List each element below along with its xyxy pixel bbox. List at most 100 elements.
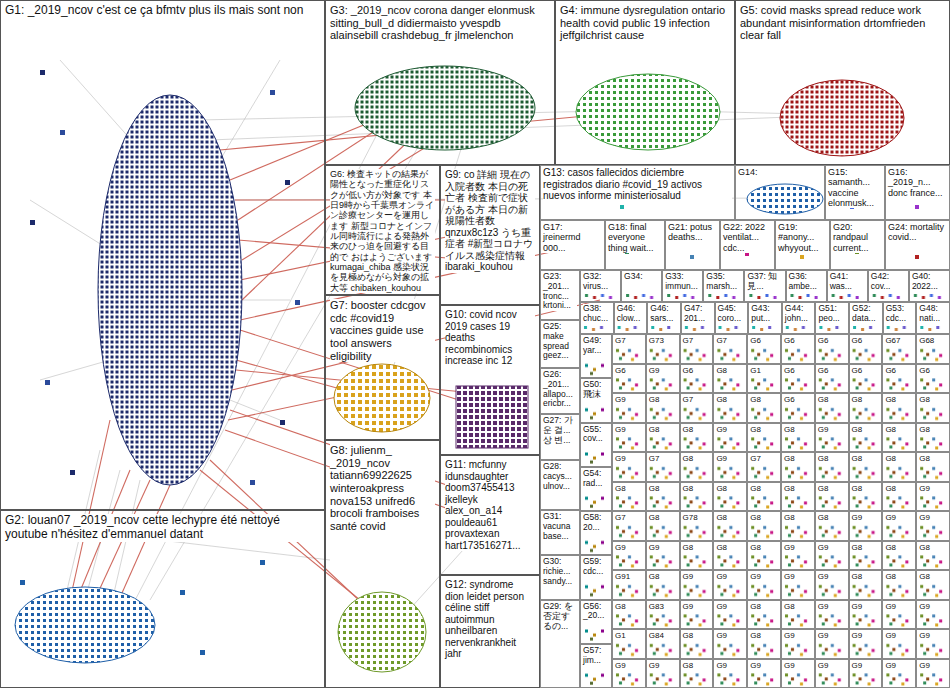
group-cell: G56: _20...	[580, 600, 612, 644]
group-cell: G36: ambe...	[786, 270, 827, 302]
cluster-row-a	[580, 270, 950, 302]
group-cell: G9	[747, 659, 781, 688]
group-label: G6: 検査キットの結果が陽性となった重症化リスクが低い方が対象です 本日9時か…	[330, 169, 435, 293]
group-cell: G35: marsh...	[703, 270, 744, 302]
group-label: G8	[649, 395, 677, 404]
group-cell: G31: vacuna base...	[540, 510, 580, 555]
group-cell: G8	[713, 541, 747, 571]
group-cell: G9	[612, 541, 646, 571]
group-cell: G23: _201... tronc... krtoni...	[540, 270, 580, 320]
group-cell: G9	[781, 659, 815, 688]
group-label: G25: make spread geez...	[543, 322, 577, 361]
group-cell: G46: clow...	[614, 302, 648, 334]
group-label: G12: syndrome dion leidet person céline …	[445, 579, 535, 660]
group-cell: G9	[747, 570, 781, 600]
group-label: G6	[615, 366, 643, 375]
group-label: G14:	[738, 167, 822, 177]
group-panel: G1: _2019_ncov c'est ce ça bfmtv plus il…	[0, 0, 325, 510]
group-label: G22: 2022 ventilat... cdc...	[723, 222, 772, 253]
group-label: G58: 20...	[583, 513, 609, 533]
group-cell: G6	[815, 334, 849, 364]
group-label: G24: mortality covid...	[888, 222, 947, 243]
group-label: G8	[784, 425, 812, 434]
group-cell: G1	[612, 629, 646, 659]
group-label: G8	[885, 484, 913, 493]
group-cell: G33: immun...	[662, 270, 703, 302]
group-cell: G50: 飛沫	[580, 378, 612, 422]
group-label: G6	[885, 366, 913, 375]
group-cell: G26: _201... allapo... ericbr...	[540, 368, 580, 414]
group-label: G8	[919, 425, 947, 434]
group-cell: G6	[680, 364, 714, 394]
group-label: G9	[716, 454, 744, 463]
group-label: G56: _20...	[583, 602, 609, 622]
group-label: G20: randpaul current...	[833, 222, 882, 253]
group-label: G51: peo...	[818, 304, 846, 324]
group-label: G8	[852, 572, 880, 581]
group-cell: G9	[713, 659, 747, 688]
group-cell: G6	[747, 334, 781, 364]
group-label: G83	[649, 602, 677, 611]
group-label: G8	[750, 425, 778, 434]
group-cell: G1	[747, 364, 781, 394]
group-label: G47: 201...	[684, 304, 712, 324]
group-label: G9	[615, 543, 643, 552]
group-label: G28: cacys... ulnov...	[543, 462, 577, 491]
group-cell: G9	[781, 570, 815, 600]
group-cell: G53: cdc...	[883, 302, 917, 334]
group-cell: G8	[815, 393, 849, 423]
group-cell: G13: casos fallecidos diciembre registra…	[540, 165, 735, 220]
group-label: G8	[885, 454, 913, 463]
group-cell: G54: rad...	[580, 467, 612, 511]
group-panel: G3: _2019_ncov corona danger elonmusk si…	[325, 0, 555, 165]
group-label: G8	[716, 484, 744, 493]
group-label: G33: immun...	[665, 272, 700, 292]
group-panel: G6: 検査キットの結果が陽性となった重症化リスクが低い方が対象です 本日9時か…	[325, 165, 440, 295]
group-label: G9	[615, 425, 643, 434]
group-label: G8: julienm_ _2019_ncov tatiann69922625 …	[330, 444, 435, 532]
group-cell: G6	[882, 364, 916, 394]
group-label: G9	[919, 661, 947, 670]
group-label: G41: was...	[830, 272, 865, 292]
group-label: G78	[683, 513, 711, 522]
cluster-row-b	[580, 302, 950, 334]
group-panel: G8: julienm_ _2019_ncov tatiann69922625 …	[325, 440, 440, 688]
group-label: G6	[784, 366, 812, 375]
group-cell: G67	[882, 334, 916, 364]
group-cell: G6	[849, 364, 883, 394]
group-cell: G8	[747, 482, 781, 512]
group-label: G15: samanth... vaccine elonmusk...	[828, 167, 882, 208]
group-label: G9	[919, 631, 947, 640]
group-label: G8	[852, 454, 880, 463]
group-label: G1	[615, 631, 643, 640]
group-cell: G6	[916, 364, 950, 394]
group-cell: G8	[916, 452, 950, 482]
group-panel: G2: louan07 _2019_ncov cette lechypre ét…	[0, 510, 325, 688]
cluster-g1	[98, 95, 242, 485]
group-cell: G8	[916, 570, 950, 600]
group-cell: G41: was...	[827, 270, 868, 302]
group-label: G9	[885, 631, 913, 640]
group-cell: G8	[612, 600, 646, 630]
group-label: G9	[649, 366, 677, 375]
group-cell: G9	[882, 629, 916, 659]
group-cell: G34:	[621, 270, 662, 302]
group-label: G9	[784, 572, 812, 581]
group-cell: G46: sars...	[647, 302, 681, 334]
group-label: G67	[885, 336, 913, 345]
group-label: G9	[784, 543, 812, 552]
group-cell: G9	[646, 364, 680, 394]
group-cell: G9	[781, 629, 815, 659]
group-cell: G8	[680, 629, 714, 659]
group-cell: G8	[612, 482, 646, 512]
group-cell: G91	[612, 570, 646, 600]
group-cell: G9	[646, 659, 680, 688]
group-label: G8	[750, 602, 778, 611]
group-label: G8	[716, 513, 744, 522]
group-label: G8	[683, 454, 711, 463]
group-cell: G9	[612, 659, 646, 688]
group-cell: G29: を 否定す るの...	[540, 600, 580, 688]
group-cell: G9	[680, 600, 714, 630]
group-label: G9	[615, 454, 643, 463]
